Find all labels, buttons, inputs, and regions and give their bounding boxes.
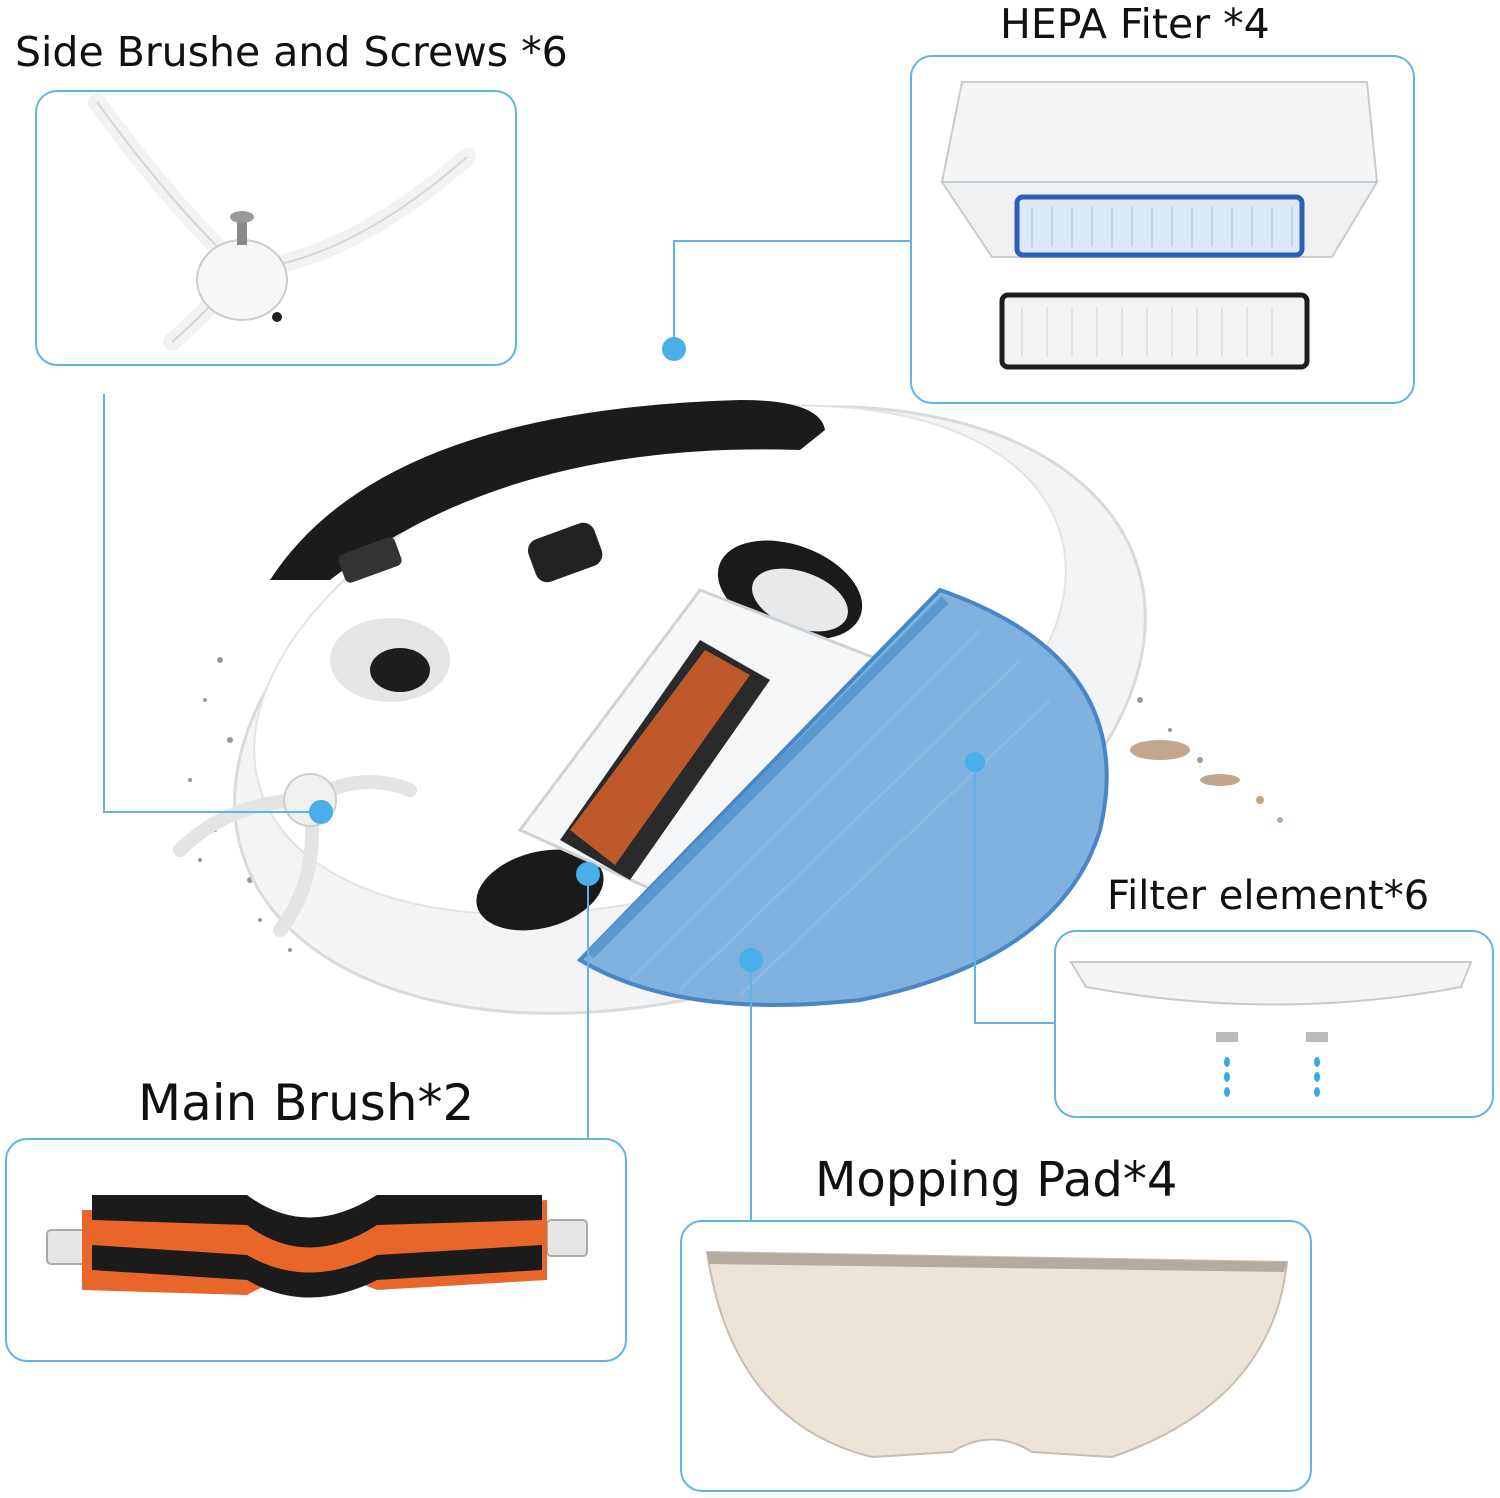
main-brush-box <box>5 1138 627 1362</box>
callout-line-main-brush <box>587 874 589 1138</box>
filter-element-image <box>1069 961 1473 1097</box>
callout-line-filter-element-horizontal <box>974 1022 1056 1024</box>
mopping-pad-image <box>705 1250 1289 1459</box>
hepa-filter-box <box>910 55 1415 404</box>
label-mopping-pad: Mopping Pad*4 <box>815 1152 1178 1208</box>
callout-line-mopping-pad <box>750 960 752 1220</box>
callout-line-side-brush-horizontal <box>103 811 321 813</box>
callout-line-hepa-horizontal <box>673 240 911 242</box>
main-brush-image <box>46 1195 588 1298</box>
filter-element-box <box>1054 930 1494 1118</box>
label-filter-element: Filter element*6 <box>1107 873 1430 919</box>
callout-dot-filter-element <box>965 752 985 772</box>
callout-dot-mopping-pad <box>739 948 763 972</box>
label-side-brush: Side Brushe and Screws *6 <box>15 28 568 76</box>
callout-dot-hepa <box>662 337 686 361</box>
callout-line-side-brush-vertical <box>103 394 105 812</box>
callout-dot-side-brush <box>309 800 333 824</box>
mopping-pad-box <box>680 1220 1312 1492</box>
callout-line-hepa-vertical <box>673 240 675 348</box>
side-brush-box <box>35 90 517 366</box>
side-brush-image <box>88 93 476 351</box>
label-main-brush: Main Brush*2 <box>138 1074 475 1132</box>
label-hepa-filter: HEPA Fiter *4 <box>1000 0 1270 48</box>
hepa-filter-image <box>940 81 1379 370</box>
callout-dot-main-brush <box>576 862 600 886</box>
callout-line-filter-element-vertical <box>974 762 976 1024</box>
